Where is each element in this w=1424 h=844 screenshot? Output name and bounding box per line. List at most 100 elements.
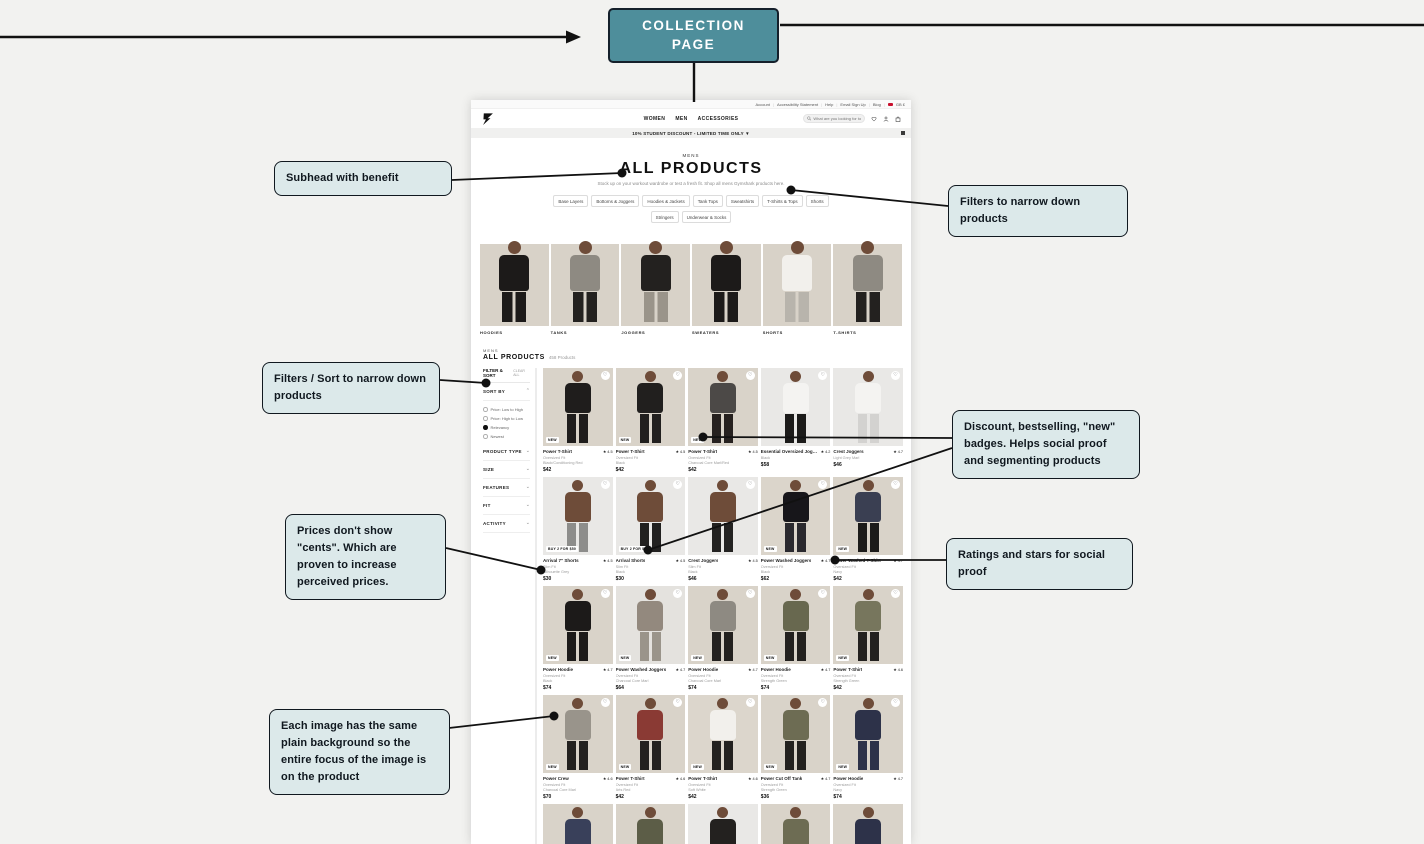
wishlist-icon[interactable]: ♡: [818, 371, 828, 380]
category-pill[interactable]: Stringers: [650, 211, 679, 223]
carousel-item[interactable]: T-SHIRTS: [833, 241, 903, 335]
product-name[interactable]: Power Hoodie: [760, 667, 791, 672]
cart-icon[interactable]: [894, 115, 901, 122]
wishlist-icon[interactable]: ♡: [890, 589, 900, 598]
category-pill[interactable]: Sweatshirts: [725, 195, 760, 207]
sort-option[interactable]: Price: High to Low: [483, 416, 530, 421]
carousel-item[interactable]: SWEATERS: [692, 241, 761, 335]
product-card[interactable]: [688, 804, 758, 844]
clear-all-button[interactable]: CLEAR ALL: [513, 369, 525, 377]
product-name[interactable]: Power Hoodie: [543, 667, 574, 672]
utility-link[interactable]: Account: [755, 101, 770, 107]
category-pill[interactable]: Base Layers: [553, 195, 589, 207]
product-name[interactable]: Power T-Shirt: [688, 449, 718, 454]
utility-link[interactable]: Blog: [872, 101, 881, 107]
wishlist-icon[interactable]: ♡: [745, 698, 755, 707]
product-name[interactable]: Power T-Shirt: [615, 776, 645, 781]
wishlist-icon[interactable]: ♡: [600, 589, 610, 598]
wishlist-icon[interactable]: ♡: [745, 371, 755, 380]
sort-option[interactable]: Newest: [483, 434, 530, 439]
search-input[interactable]: [803, 114, 865, 123]
product-name[interactable]: Power Washed Joggers: [615, 667, 667, 672]
product-name[interactable]: Power T-Shirt: [615, 449, 645, 454]
wishlist-icon[interactable]: ♡: [890, 371, 900, 380]
product-name[interactable]: Power T-Shirt: [833, 667, 863, 672]
category-pill[interactable]: Underwear & Socks: [681, 211, 732, 223]
filter-section-product-type[interactable]: PRODUCT TYPE⌄: [483, 443, 530, 461]
sort-by-section[interactable]: SORT BY ⌃: [483, 383, 530, 401]
promo-banner[interactable]: 10% STUDENT DISCOUNT - LIMITED TIME ONLY…: [471, 128, 911, 138]
product-card[interactable]: [760, 804, 831, 844]
wishlist-icon[interactable]: ♡: [818, 589, 828, 598]
filter-section-fit[interactable]: FIT⌄: [483, 497, 530, 515]
product-name[interactable]: Power Washed Joggers: [760, 558, 812, 563]
product-name[interactable]: Power Crew: [543, 776, 569, 781]
radio-icon[interactable]: [483, 407, 488, 412]
wishlist-icon[interactable]: ♡: [673, 698, 683, 707]
product-card[interactable]: [543, 804, 613, 844]
product-name[interactable]: Power Hoodie: [833, 776, 864, 781]
search-field[interactable]: [813, 116, 861, 121]
wishlist-icon[interactable]: ♡: [673, 480, 683, 489]
carousel-item[interactable]: TANKS: [550, 241, 620, 335]
wishlist-icon[interactable]: ♡: [890, 698, 900, 707]
carousel-item[interactable]: SHORTS: [762, 241, 832, 335]
nav-item-women[interactable]: WOMEN: [643, 115, 666, 122]
utility-link[interactable]: GB £: [895, 101, 905, 107]
wishlist-icon[interactable]: ♡: [818, 698, 828, 707]
nav-item-men[interactable]: MEN: [675, 115, 688, 122]
product-name[interactable]: Crest Joggers: [833, 449, 864, 454]
radio-icon[interactable]: [483, 416, 488, 421]
utility-link[interactable]: Accessibility Statement: [776, 101, 819, 107]
carousel-item[interactable]: JOGGERS: [621, 241, 691, 335]
carousel-item[interactable]: HOODIES: [480, 241, 549, 335]
wishlist-icon[interactable]: ♡: [673, 589, 683, 598]
wishlist-icon[interactable]: ♡: [818, 480, 828, 489]
product-name[interactable]: Power Cut Off Tank: [760, 776, 803, 781]
banner-icon[interactable]: [901, 131, 905, 135]
radio-icon[interactable]: [483, 425, 488, 430]
product-card[interactable]: [833, 804, 903, 844]
filter-section-features[interactable]: FEATURES⌄: [483, 479, 530, 497]
product-name[interactable]: Power Hoodie: [688, 667, 719, 672]
wishlist-icon[interactable]: ♡: [600, 371, 610, 380]
product-name[interactable]: Crest Joggers: [688, 558, 719, 563]
filter-section-activity[interactable]: ACTIVITY⌄: [483, 515, 530, 533]
utility-link[interactable]: Email Sign Up: [840, 101, 866, 107]
account-icon[interactable]: [882, 115, 889, 122]
category-pill[interactable]: Tank Tops: [692, 195, 723, 207]
utility-link[interactable]: Help: [825, 101, 834, 107]
product-name[interactable]: Power T-Shirt: [688, 776, 718, 781]
category-pill[interactable]: Shorts: [805, 195, 829, 207]
product-name[interactable]: Power T-Shirt: [543, 449, 573, 454]
wishlist-icon[interactable]: ♡: [673, 371, 683, 380]
wishlist-icon[interactable]: ♡: [600, 480, 610, 489]
category-pill[interactable]: Hoodies & Jackets: [642, 195, 690, 207]
nav-item-accessories[interactable]: ACCESSORIES: [697, 115, 739, 122]
wishlist-nav-icon[interactable]: [870, 115, 877, 122]
wishlist-icon[interactable]: ♡: [890, 480, 900, 489]
radio-icon[interactable]: [483, 434, 488, 439]
gymshark-logo[interactable]: [481, 112, 495, 126]
wishlist-icon[interactable]: ♡: [745, 589, 755, 598]
filter-section-size[interactable]: SIZE⌄: [483, 461, 530, 479]
product-card[interactable]: [615, 804, 686, 844]
